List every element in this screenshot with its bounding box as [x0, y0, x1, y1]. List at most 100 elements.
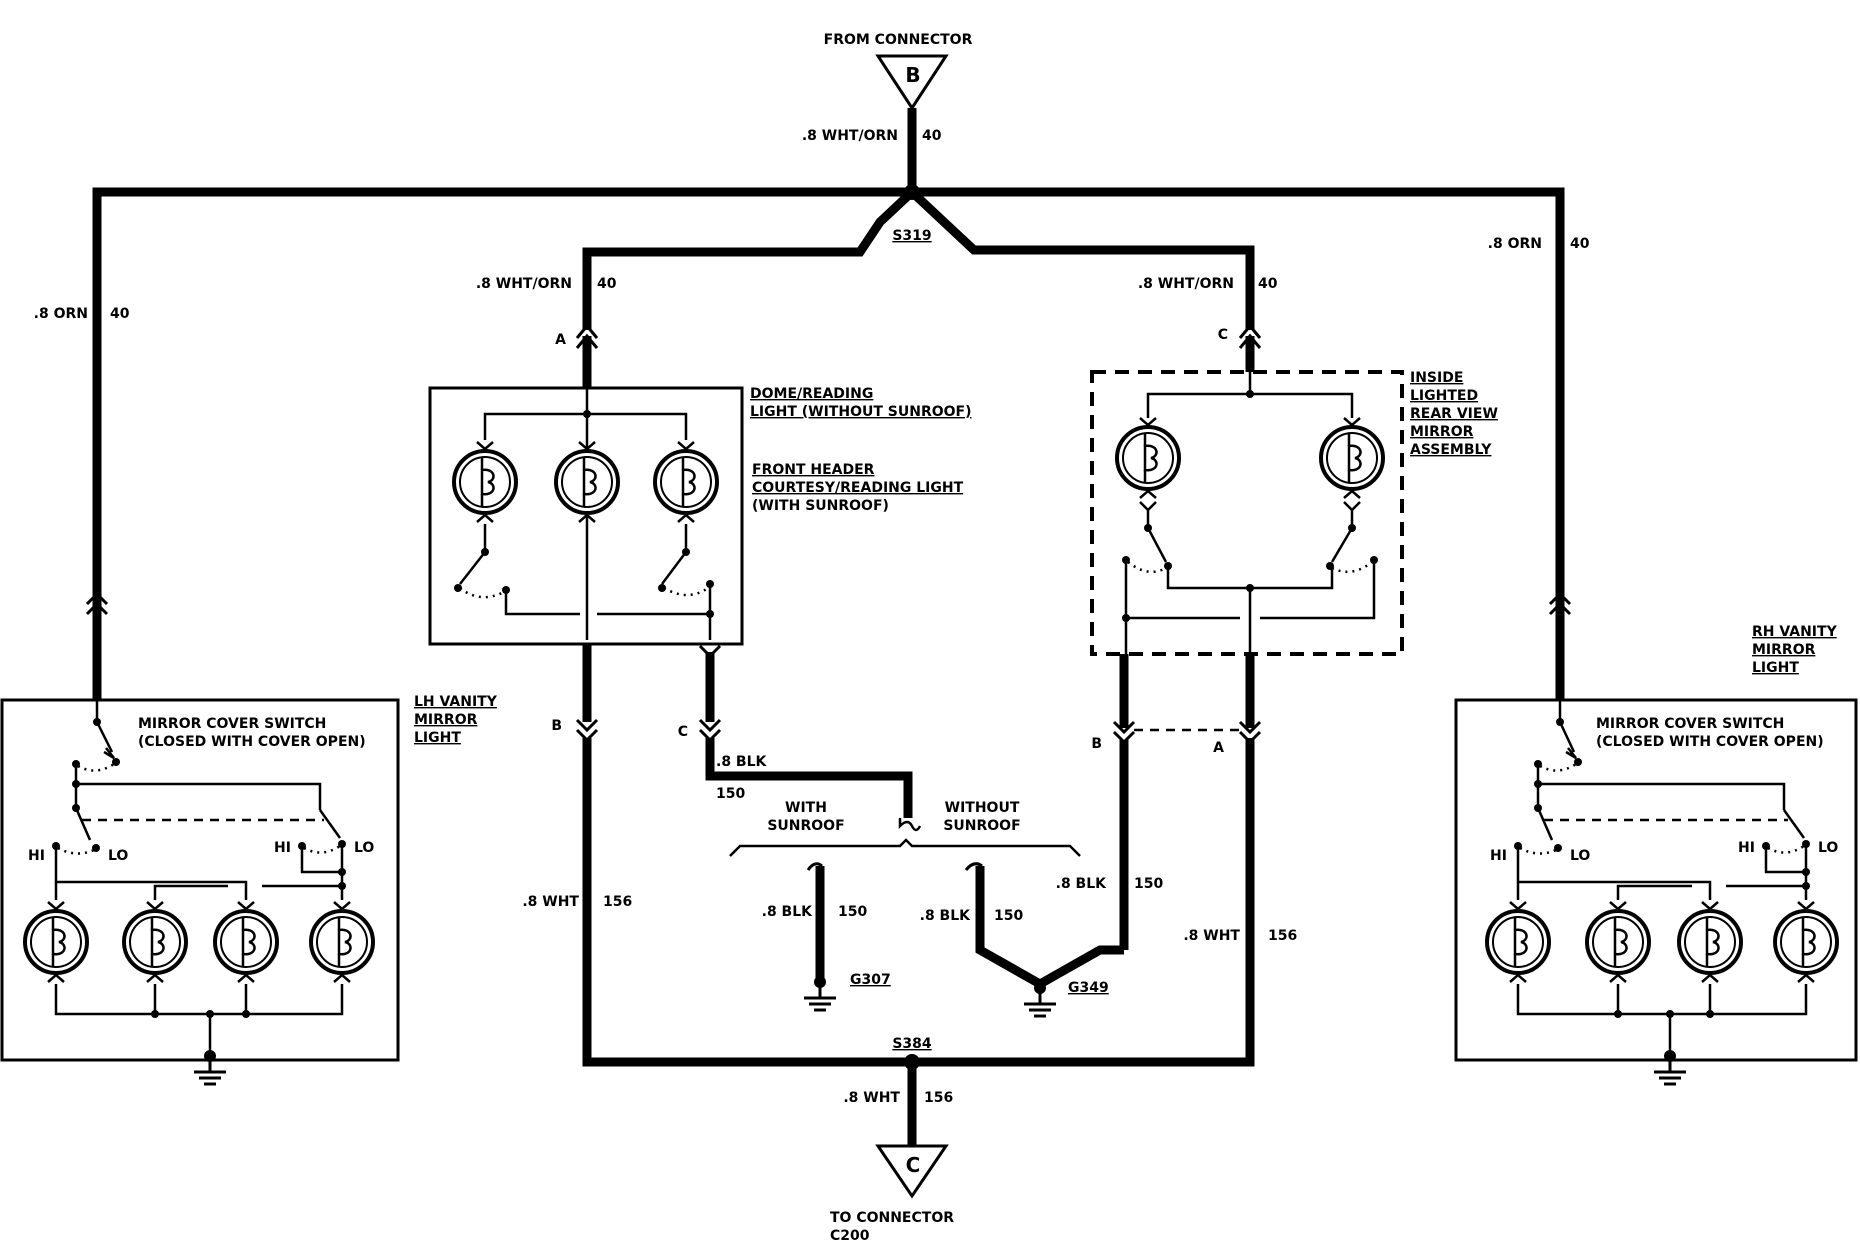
without-sunroof-label: WITHOUT SUNROOF	[943, 800, 1020, 834]
svg-text:SUNROOF: SUNROOF	[943, 818, 1020, 834]
svg-text:LH VANITY: LH VANITY	[414, 694, 498, 710]
mirror-pin-b-connector: B	[1091, 720, 1136, 752]
dome-bulb-left	[452, 440, 518, 524]
top-connector-label: FROM CONNECTOR	[824, 32, 973, 48]
dome-wht-label: .8 WHT	[522, 894, 579, 910]
mirror-wht-circuit: 156	[1268, 928, 1297, 944]
svg-text:ASSEMBLY: ASSEMBLY	[1410, 442, 1492, 458]
left-orn-label: .8 ORN	[34, 306, 88, 322]
svg-text:(CLOSED WITH COVER OPEN): (CLOSED WITH COVER OPEN)	[138, 734, 366, 750]
mirror-bulb-left	[1115, 416, 1181, 500]
dome-blk-circuit: 150	[716, 786, 745, 802]
rh-vanity-title: RH VANITY MIRROR LIGHT	[1752, 624, 1838, 676]
dome-bulb-right	[653, 440, 719, 524]
svg-text:INSIDE: INSIDE	[1410, 370, 1463, 386]
svg-text:RH VANITY: RH VANITY	[1752, 624, 1838, 640]
g349-blk-circuit: 150	[994, 908, 1023, 924]
mirror-blk-circuit: 150	[1134, 876, 1163, 892]
mirror-right-switch	[1330, 527, 1354, 563]
dome-feed-circuit: 40	[597, 276, 617, 292]
svg-text:LIGHTED: LIGHTED	[1410, 388, 1478, 404]
splice-s384-label: S384	[892, 1036, 932, 1052]
feed-wire-circuit: 40	[922, 128, 942, 144]
dome-feed-wire	[582, 188, 916, 330]
bottom-connector-label: TO CONNECTOR	[830, 1210, 954, 1226]
svg-text:LO: LO	[108, 848, 128, 864]
lh-vanity-title: LH VANITY MIRROR LIGHT	[414, 694, 498, 746]
ground-g307-symbol	[802, 984, 838, 1012]
svg-text:LIGHT (WITHOUT SUNROOF): LIGHT (WITHOUT SUNROOF)	[750, 404, 971, 420]
svg-text:REAR VIEW: REAR VIEW	[1410, 406, 1498, 422]
mirror-pin-a-connector: A	[1213, 720, 1262, 756]
ground-g349-label: G349	[1068, 980, 1109, 996]
svg-text:WITHOUT: WITHOUT	[945, 800, 1020, 816]
svg-text:MIRROR: MIRROR	[414, 712, 478, 728]
bottom-connector-letter: C	[906, 1153, 921, 1177]
svg-text:COURTESY/READING LIGHT: COURTESY/READING LIGHT	[752, 480, 964, 496]
mirror-feed-label: .8 WHT/ORN	[1138, 276, 1234, 292]
dome-wht-circuit: 156	[603, 894, 632, 910]
lh-vanity-feed-connector	[85, 591, 109, 616]
svg-text:A: A	[1213, 740, 1224, 756]
mirror-left-switch	[1146, 527, 1168, 563]
dome-feed-label: .8 WHT/ORN	[476, 276, 572, 292]
right-orn-circuit: 40	[1570, 236, 1590, 252]
lh-vanity-internal: HI LO HI LO	[23, 700, 375, 1062]
svg-text:C: C	[678, 724, 688, 740]
bottom-wht-circuit: 156	[924, 1090, 953, 1106]
rh-vanity-internal: HI LO HI LO	[1485, 700, 1839, 1062]
svg-text:(CLOSED WITH COVER OPEN): (CLOSED WITH COVER OPEN)	[1596, 734, 1824, 750]
front-header-light-title: FRONT HEADER COURTESY/READING LIGHT (WIT…	[752, 462, 964, 514]
svg-text:LIGHT: LIGHT	[1752, 660, 1799, 676]
ground-g349-symbol	[1022, 990, 1058, 1018]
dome-bulb-center	[554, 440, 620, 524]
dome-left-switch	[459, 551, 486, 585]
rh-vanity-box	[1454, 698, 1858, 1062]
with-sunroof-label: WITH SUNROOF	[767, 800, 844, 834]
svg-text:HI: HI	[28, 848, 45, 864]
svg-text:LO: LO	[354, 840, 374, 856]
main-bus-wire	[92, 187, 1565, 700]
svg-text:MIRROR: MIRROR	[1752, 642, 1816, 658]
dome-pin-c-connector: C	[678, 718, 722, 743]
splice-s319-label: S319	[892, 228, 931, 244]
svg-text:A: A	[555, 332, 566, 348]
svg-text:LIGHT: LIGHT	[414, 730, 461, 746]
svg-text:HI: HI	[1738, 840, 1755, 856]
mirror-assembly-box	[1090, 370, 1404, 656]
svg-text:WITH: WITH	[785, 800, 827, 816]
svg-text:MIRROR COVER SWITCH: MIRROR COVER SWITCH	[138, 716, 326, 732]
mirror-blk-label: .8 BLK	[1056, 876, 1108, 892]
mirror-feed-circuit: 40	[1258, 276, 1278, 292]
svg-text:B: B	[551, 718, 562, 734]
svg-text:HI: HI	[274, 840, 291, 856]
lh-vanity-ground	[192, 1058, 228, 1086]
g307-blk-label: .8 BLK	[762, 904, 814, 920]
svg-text:FRONT HEADER: FRONT HEADER	[752, 462, 875, 478]
rh-switch-label: MIRROR COVER SWITCH (CLOSED WITH COVER O…	[1596, 716, 1824, 750]
svg-text:DOME/READING: DOME/READING	[750, 386, 873, 402]
sunroof-option-bracket	[729, 838, 1081, 857]
lh-vanity-box	[0, 698, 400, 1062]
svg-text:(WITH SUNROOF): (WITH SUNROOF)	[752, 498, 889, 514]
wht-return-wire	[582, 738, 1255, 1067]
ground-g307-label: G307	[850, 972, 891, 988]
bottom-connector: C TO CONNECTOR C200	[830, 1144, 954, 1244]
rh-vanity-feed-connector	[1548, 591, 1572, 616]
lh-switch-label: MIRROR COVER SWITCH (CLOSED WITH COVER O…	[138, 716, 366, 750]
dome-blk-wire	[705, 738, 913, 818]
bottom-wht-label: .8 WHT	[843, 1090, 900, 1106]
dome-right-switch	[661, 551, 687, 585]
svg-text:C: C	[1218, 327, 1228, 343]
dome-blk-label: .8 BLK	[716, 754, 768, 770]
mirror-feed-wire	[908, 188, 1255, 330]
bottom-connector-id: C200	[830, 1228, 870, 1244]
svg-text:MIRROR: MIRROR	[1410, 424, 1474, 440]
mirror-assembly-title: INSIDE LIGHTED REAR VIEW MIRROR ASSEMBLY	[1410, 370, 1498, 458]
svg-text:LO: LO	[1570, 848, 1590, 864]
feed-wire-label: .8 WHT/ORN	[802, 128, 898, 144]
mirror-wht-label: .8 WHT	[1183, 928, 1240, 944]
g349-blk-label: .8 BLK	[920, 908, 972, 924]
svg-text:SUNROOF: SUNROOF	[767, 818, 844, 834]
